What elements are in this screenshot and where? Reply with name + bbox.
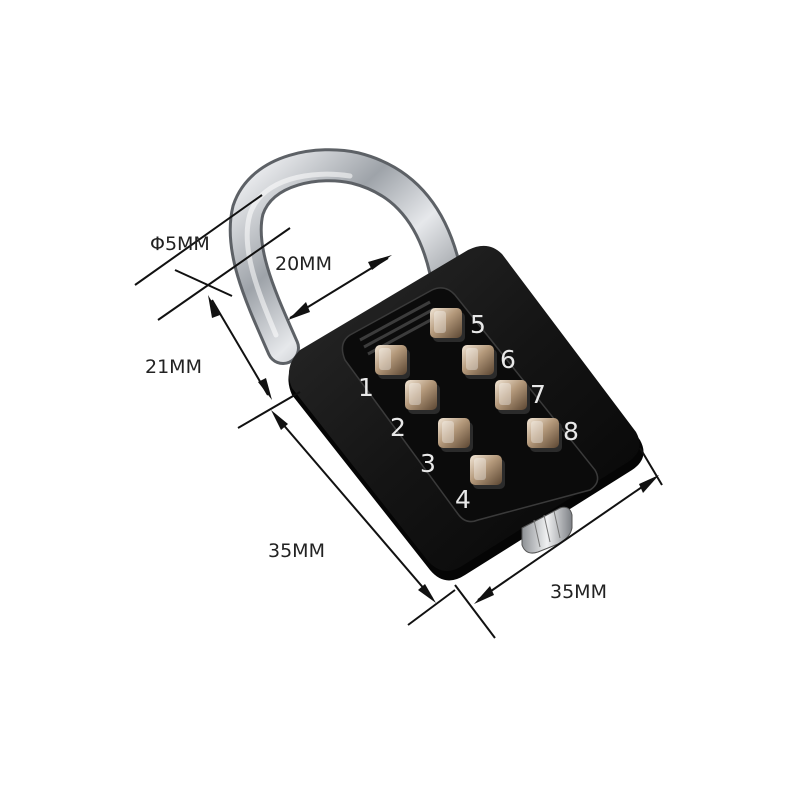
- diameter-extension-line-lower: [157, 227, 291, 321]
- button-label-2: 2: [390, 413, 406, 442]
- body-height-extension-bottom: [407, 589, 456, 626]
- body-width-extension-right: [639, 447, 663, 486]
- button-keypad: 1 2 3 4 5 6 7 8: [358, 308, 579, 514]
- button-label-5: 5: [470, 310, 486, 339]
- lock-button-1[interactable]: [375, 345, 410, 379]
- lock-button-2[interactable]: [405, 380, 440, 414]
- lock-button-7[interactable]: [495, 380, 530, 414]
- dimension-label-shackle-width: 20MM: [275, 253, 332, 275]
- lock-button-4[interactable]: [470, 455, 505, 489]
- body-width-arrow: [477, 477, 656, 601]
- width-arrow-head-right: [368, 255, 392, 270]
- shackle-height-arrow: [211, 299, 269, 396]
- body-width-extension-left: [454, 584, 496, 639]
- button-label-4: 4: [455, 485, 471, 514]
- release-slider: [521, 506, 573, 554]
- dimension-lines: [134, 194, 663, 639]
- lock-button-3[interactable]: [438, 418, 473, 452]
- shackle-height-arrow-head-top: [208, 295, 220, 318]
- body-width-arrow-head-left: [474, 586, 494, 604]
- shackle: [228, 148, 462, 365]
- lock-body: [288, 245, 644, 581]
- shackle-height-arrow-head-bottom: [258, 378, 272, 400]
- lock-button-5[interactable]: [430, 308, 465, 342]
- button-label-8: 8: [563, 417, 579, 446]
- body-height-arrow-head-top: [271, 410, 288, 430]
- body-height-arrow: [274, 414, 433, 599]
- dimension-label-diameter: Φ5MM: [150, 233, 210, 255]
- body-width-arrow-head-right: [639, 475, 659, 493]
- width-arrow-head-left: [288, 302, 310, 320]
- button-label-7: 7: [530, 380, 546, 409]
- button-label-1: 1: [358, 373, 374, 402]
- height-extension-top: [174, 269, 233, 297]
- button-label-3: 3: [420, 449, 436, 478]
- dimension-label-body-height: 35MM: [268, 540, 325, 562]
- button-label-6: 6: [500, 345, 516, 374]
- diameter-extension-line-upper: [134, 194, 263, 286]
- dimension-label-body-width: 35MM: [550, 581, 607, 603]
- dimension-label-shackle-height: 21MM: [145, 356, 202, 378]
- lock-button-8[interactable]: [527, 418, 562, 452]
- lock-button-6[interactable]: [462, 345, 497, 379]
- body-height-arrow-head-bottom: [418, 584, 436, 603]
- height-extension-middle: [237, 391, 301, 429]
